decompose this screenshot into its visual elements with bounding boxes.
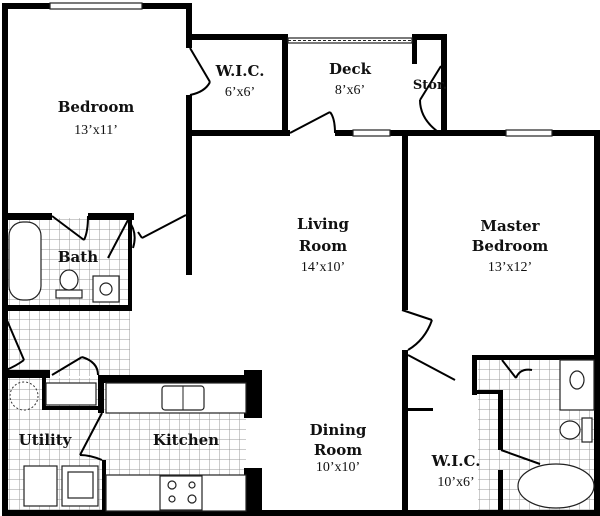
- master-toilet-icon: [559, 420, 581, 440]
- dining-room-label-1: Dining: [310, 421, 367, 439]
- bedroom-size: 13’x11’: [74, 123, 118, 138]
- walls: [2, 3, 600, 516]
- toilet-tank-icon: [55, 289, 83, 299]
- storage-label: Stor.: [413, 78, 447, 93]
- fixtures: [8, 221, 595, 512]
- living-room-size: 14’x10’: [301, 260, 345, 275]
- stove-icon: [159, 475, 203, 511]
- deck-size: 8’x6’: [335, 83, 365, 98]
- master-bathtub-icon: [517, 463, 595, 509]
- master-bedroom-label-2: Bedroom: [472, 237, 549, 255]
- washer-icon: [23, 465, 58, 507]
- wic-label: W.I.C.: [215, 62, 265, 80]
- water-heater-icon: [9, 381, 39, 411]
- kitchen-label: Kitchen: [153, 431, 219, 449]
- bath-label: Bath: [58, 248, 98, 266]
- deck-label: Deck: [329, 60, 372, 78]
- doors: [5, 47, 541, 465]
- dining-room-size: 10’x10’: [316, 460, 360, 475]
- master-bedroom-label-1: Master: [480, 217, 540, 235]
- master-bedroom-size: 13’x12’: [488, 260, 532, 275]
- room-labels: Bedroom 13’x11’ W.I.C. 6’x6’ Deck 8’x6’ …: [19, 60, 549, 490]
- utility-label: Utility: [19, 431, 73, 449]
- master-wic-size: 10’x6’: [437, 475, 474, 490]
- dining-room-label-2: Room: [314, 441, 362, 459]
- bathtub-icon: [8, 221, 42, 301]
- master-wic-label: W.I.C.: [431, 452, 481, 470]
- toilet-icon: [59, 269, 79, 291]
- living-room-label-2: Room: [299, 237, 347, 255]
- bedroom-label: Bedroom: [58, 98, 135, 116]
- windows: [49, 2, 553, 137]
- wic-size: 6’x6’: [225, 85, 255, 100]
- living-room-label-1: Living: [297, 215, 350, 233]
